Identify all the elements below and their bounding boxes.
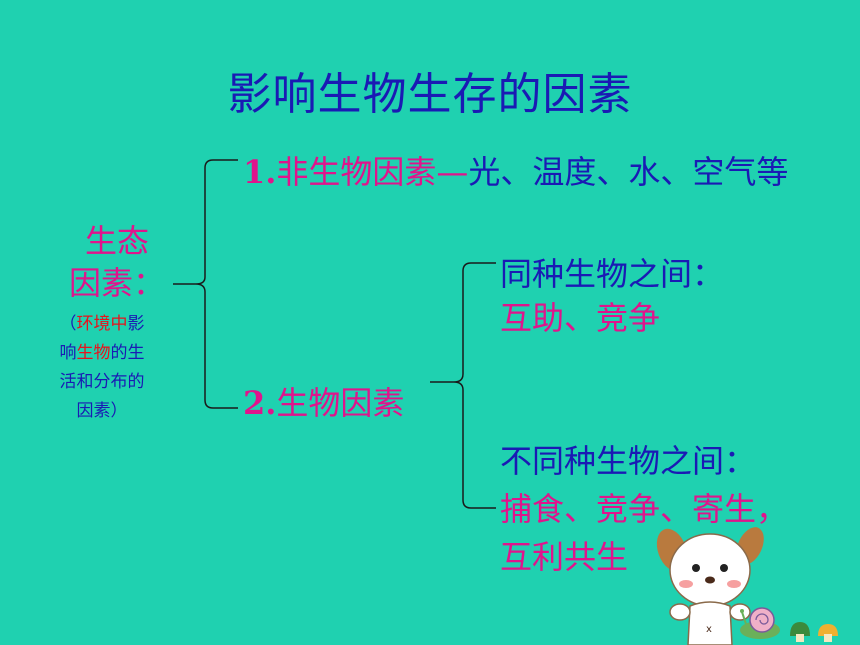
- abiotic-examples: 光、温度、水、空气等: [468, 153, 789, 191]
- same-species-relations-text: 互助、竞争: [500, 299, 661, 337]
- different-species-heading: 不同种生物之间：: [500, 442, 757, 480]
- biotic-label: 生物因素: [276, 384, 405, 422]
- definition-influence-end: 响: [59, 343, 77, 363]
- abiotic-factors: 1.非生物因素—光、温度、水、空气等: [243, 150, 823, 194]
- same-species-heading: 同种生物之间：: [500, 255, 725, 293]
- ecological-factors-definition: （环境中影 响生物的生 活和分布的 因素）: [42, 310, 162, 426]
- main-bracket: [173, 159, 238, 409]
- different-species-relations-text: 捕食、竞争、寄生，互利共生: [500, 490, 789, 576]
- sub-bracket: [430, 262, 496, 509]
- cartoon-dog-icon: x: [656, 527, 764, 645]
- different-species-relations: 不同种生物之间： 捕食、竞争、寄生，互利共生: [500, 437, 800, 581]
- definition-line1: （环境中影: [42, 310, 162, 339]
- definition-paren-open: （: [59, 314, 77, 334]
- definition-in: 中: [110, 314, 128, 334]
- ecological-factors-line2: 因素：: [68, 264, 165, 302]
- definition-line2: 响生物的生: [42, 339, 162, 368]
- svg-text:x: x: [706, 624, 712, 635]
- definition-organism: 生物: [76, 343, 111, 363]
- page-title: 影响生物生存的因素: [227, 69, 633, 120]
- snail-and-mushrooms-icon: [740, 607, 838, 642]
- abiotic-dash: —: [436, 153, 469, 191]
- abiotic-number: 1.: [243, 153, 277, 191]
- ecological-factors-label: 生态 因素：: [62, 220, 172, 304]
- definition-of-life: 的生: [110, 343, 145, 363]
- definition-line4: 因素）: [76, 401, 128, 421]
- biotic-factors: 2.生物因素: [243, 381, 404, 425]
- biotic-number: 2.: [243, 384, 277, 422]
- definition-line3: 活和分布的: [59, 372, 145, 392]
- definition-influence: 影: [127, 314, 145, 334]
- abiotic-label: 非生物因素: [276, 153, 437, 191]
- ecological-factors-line1: 生态: [84, 222, 149, 260]
- definition-environment: 环境: [76, 314, 111, 334]
- same-species-relations: 同种生物之间： 互助、竞争: [500, 252, 724, 340]
